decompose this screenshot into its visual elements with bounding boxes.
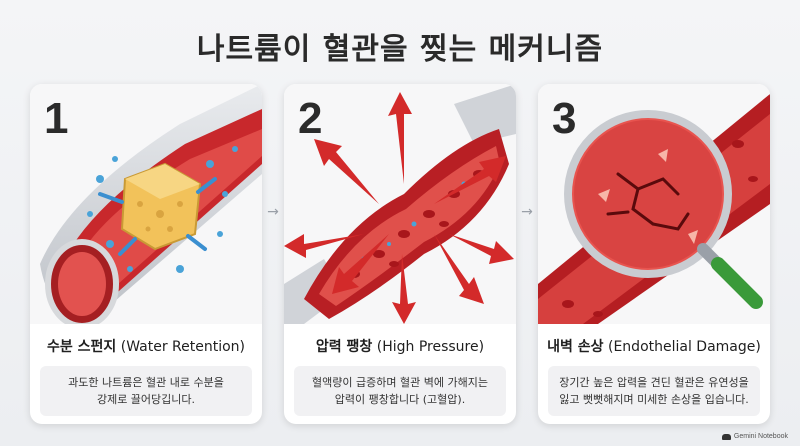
step-title-3: 내벽 손상 (Endothelial Damage): [538, 336, 770, 356]
arrow-right-icon: →: [521, 204, 533, 220]
step-title-ko-1: 수분 스펀지: [47, 339, 117, 355]
step-desc-line2-1: 강제로 끌어당깁니다.: [96, 393, 196, 406]
step-desc-line1-3: 장기간 높은 압력을 견딘 혈관은 유연성을: [559, 376, 749, 389]
step-description-1: 과도한 나트륨은 혈관 내로 수분을 강제로 끌어당깁니다.: [40, 366, 252, 416]
step-number-3: 3: [552, 94, 577, 143]
step-desc-line1-1: 과도한 나트륨은 혈관 내로 수분을: [68, 376, 224, 389]
step-title-ko-2: 압력 팽창: [315, 339, 373, 355]
arrow-right-icon: →: [267, 204, 279, 220]
step-number-1: 1: [44, 94, 69, 143]
step-title-en-2: (High Pressure): [376, 339, 485, 355]
step-desc-line2-2: 압력이 팽창합니다 (고혈압).: [334, 393, 466, 406]
brand-text: Gemini Notebook: [733, 433, 788, 440]
brand-watermark: Gemini Notebook: [721, 433, 788, 440]
step-title-2: 압력 팽창 (High Pressure): [284, 336, 516, 356]
water-retention-illustration: 1: [30, 84, 262, 324]
brand-logo-icon: [721, 433, 731, 440]
magnifier-icon: [538, 94, 770, 324]
endothelial-damage-illustration: 3: [538, 84, 770, 324]
page-title: 나트륨이 혈관을 찢는 메커니즘: [196, 32, 604, 67]
step-description-2: 혈액량이 급증하며 혈관 벽에 가해지는 압력이 팽창합니다 (고혈압).: [294, 366, 506, 416]
step-card-1: 1 수분 스펀지 (Water Retention) 과도한 나트륨은 혈관 내…: [30, 84, 262, 424]
sponge-icon: [40, 84, 262, 324]
step-title-ko-3: 내벽 손상: [547, 339, 604, 355]
step-card-2: 2 압력 팽창 (High Pressure) 혈액량이 급증하며 혈관 벽에 …: [284, 84, 516, 424]
step-title-1: 수분 스펀지 (Water Retention): [30, 336, 262, 356]
high-pressure-illustration: 2: [284, 84, 516, 324]
step-desc-line2-3: 잃고 뻣뻣해지며 미세한 손상을 입습니다.: [559, 393, 749, 406]
pressure-arrows-icon: [284, 84, 516, 324]
step-desc-line1-2: 혈액량이 급증하며 혈관 벽에 가해지는: [312, 376, 488, 389]
step-title-en-3: (Endothelial Damage): [608, 339, 761, 355]
step-number-2: 2: [298, 94, 323, 143]
step-description-3: 장기간 높은 압력을 견딘 혈관은 유연성을 잃고 뻣뻣해지며 미세한 손상을 …: [548, 366, 760, 416]
step-card-3: 3 내벽 손상 (Endothelial Damage) 장기간 높은 압력을 …: [538, 84, 770, 424]
step-title-en-1: (Water Retention): [120, 339, 245, 355]
